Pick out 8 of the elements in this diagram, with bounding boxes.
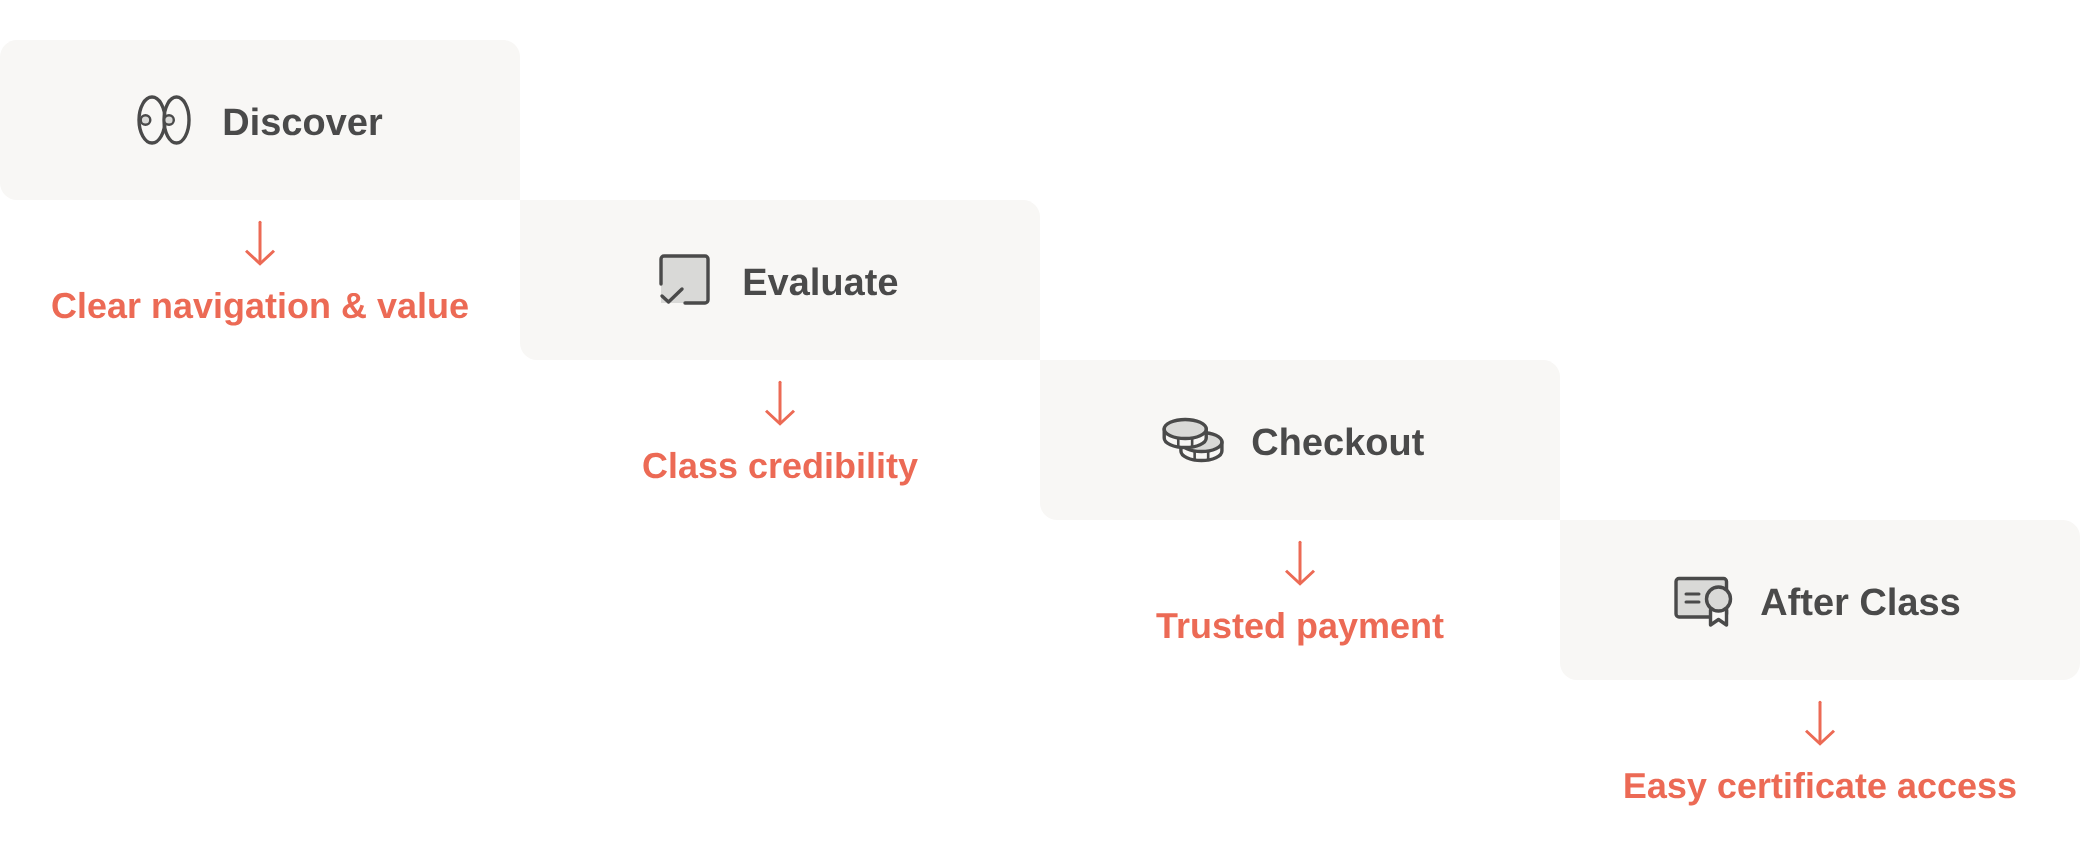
step-box: Evaluate — [520, 200, 1040, 360]
step-box: After Class — [1560, 520, 2080, 680]
outcome-label: Easy certificate access — [1625, 771, 2016, 806]
outcome-label: Clear navigation & value — [52, 291, 468, 326]
outcome-label: Trusted payment — [1156, 611, 1444, 646]
step-box: Discover — [0, 40, 520, 200]
outcome-label: Class credibility — [643, 451, 918, 486]
step-box: Checkout — [1040, 360, 1560, 520]
